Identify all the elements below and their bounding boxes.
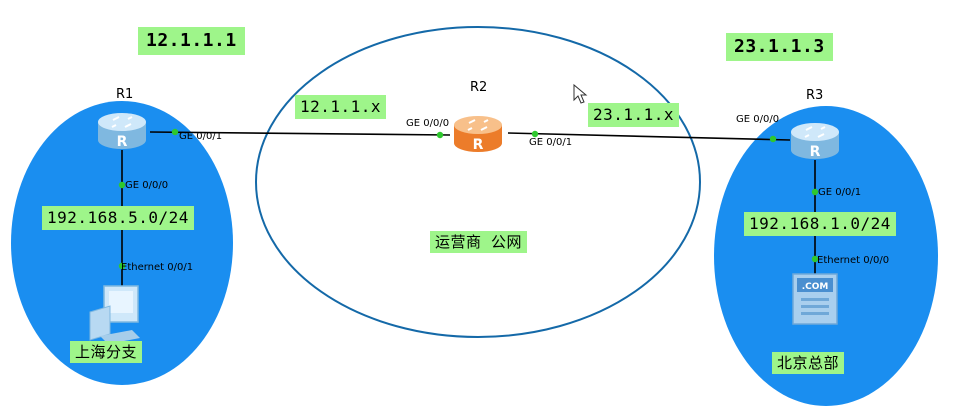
link-r2-r3 <box>507 132 791 141</box>
port-dot <box>811 255 819 263</box>
subnet-label-shanghai-lan: 192.168.5.0/24 <box>42 206 194 230</box>
router-r3-name: R3 <box>806 88 824 103</box>
server-icon[interactable]: .COM <box>792 273 838 325</box>
router-r2-icon[interactable]: R <box>454 116 502 153</box>
subnet-label-beijing-lan: 192.168.1.0/24 <box>744 212 896 236</box>
port-dot <box>531 130 539 138</box>
port-dot <box>118 262 126 270</box>
router-r1-icon[interactable]: R <box>98 113 146 150</box>
link-r1-r2 <box>149 131 451 136</box>
region-label-shanghai: 上海分支 <box>70 341 143 363</box>
r1-public-ip-label: 12.1.1.1 <box>138 27 245 55</box>
port-label-pc-eth001: Ethernet 0/0/1 <box>121 262 194 273</box>
svg-text:R: R <box>473 137 484 153</box>
server-badge: .COM <box>802 282 829 292</box>
router-r3-icon[interactable]: R <box>791 123 839 160</box>
port-dot <box>436 131 444 139</box>
pc-icon[interactable] <box>89 285 140 344</box>
port-dot <box>769 135 777 143</box>
mouse-cursor-icon <box>573 83 588 104</box>
port-dot <box>811 188 819 196</box>
subnet-label-r1-r2: 12.1.1.x <box>295 95 387 119</box>
svg-text:R: R <box>810 144 821 160</box>
isp-public-network-ring <box>255 26 701 338</box>
router-r2-name: R2 <box>470 80 488 95</box>
port-label-r3-ge000: GE 0/0/0 <box>736 114 780 125</box>
svg-text:R: R <box>117 134 128 150</box>
port-dot <box>118 181 126 189</box>
port-label-r2-ge001: GE 0/0/1 <box>529 137 573 148</box>
region-label-isp: 运营商 公网 <box>430 231 528 253</box>
port-label-r1-ge001: GE 0/0/1 <box>179 131 223 142</box>
router-r1-name: R1 <box>116 87 134 102</box>
region-label-beijing: 北京总部 <box>772 352 845 374</box>
port-label-r3-ge001: GE 0/0/1 <box>818 187 862 198</box>
port-label-r1-ge000: GE 0/0/0 <box>125 180 169 191</box>
subnet-label-r2-r3: 23.1.1.x <box>588 103 680 127</box>
port-dot <box>171 128 179 136</box>
port-label-r2-ge000: GE 0/0/0 <box>406 118 450 129</box>
beijing-site-ellipse <box>714 106 938 406</box>
port-label-server-eth000: Ethernet 0/0/0 <box>817 255 890 266</box>
r3-public-ip-label: 23.1.1.3 <box>726 33 833 61</box>
